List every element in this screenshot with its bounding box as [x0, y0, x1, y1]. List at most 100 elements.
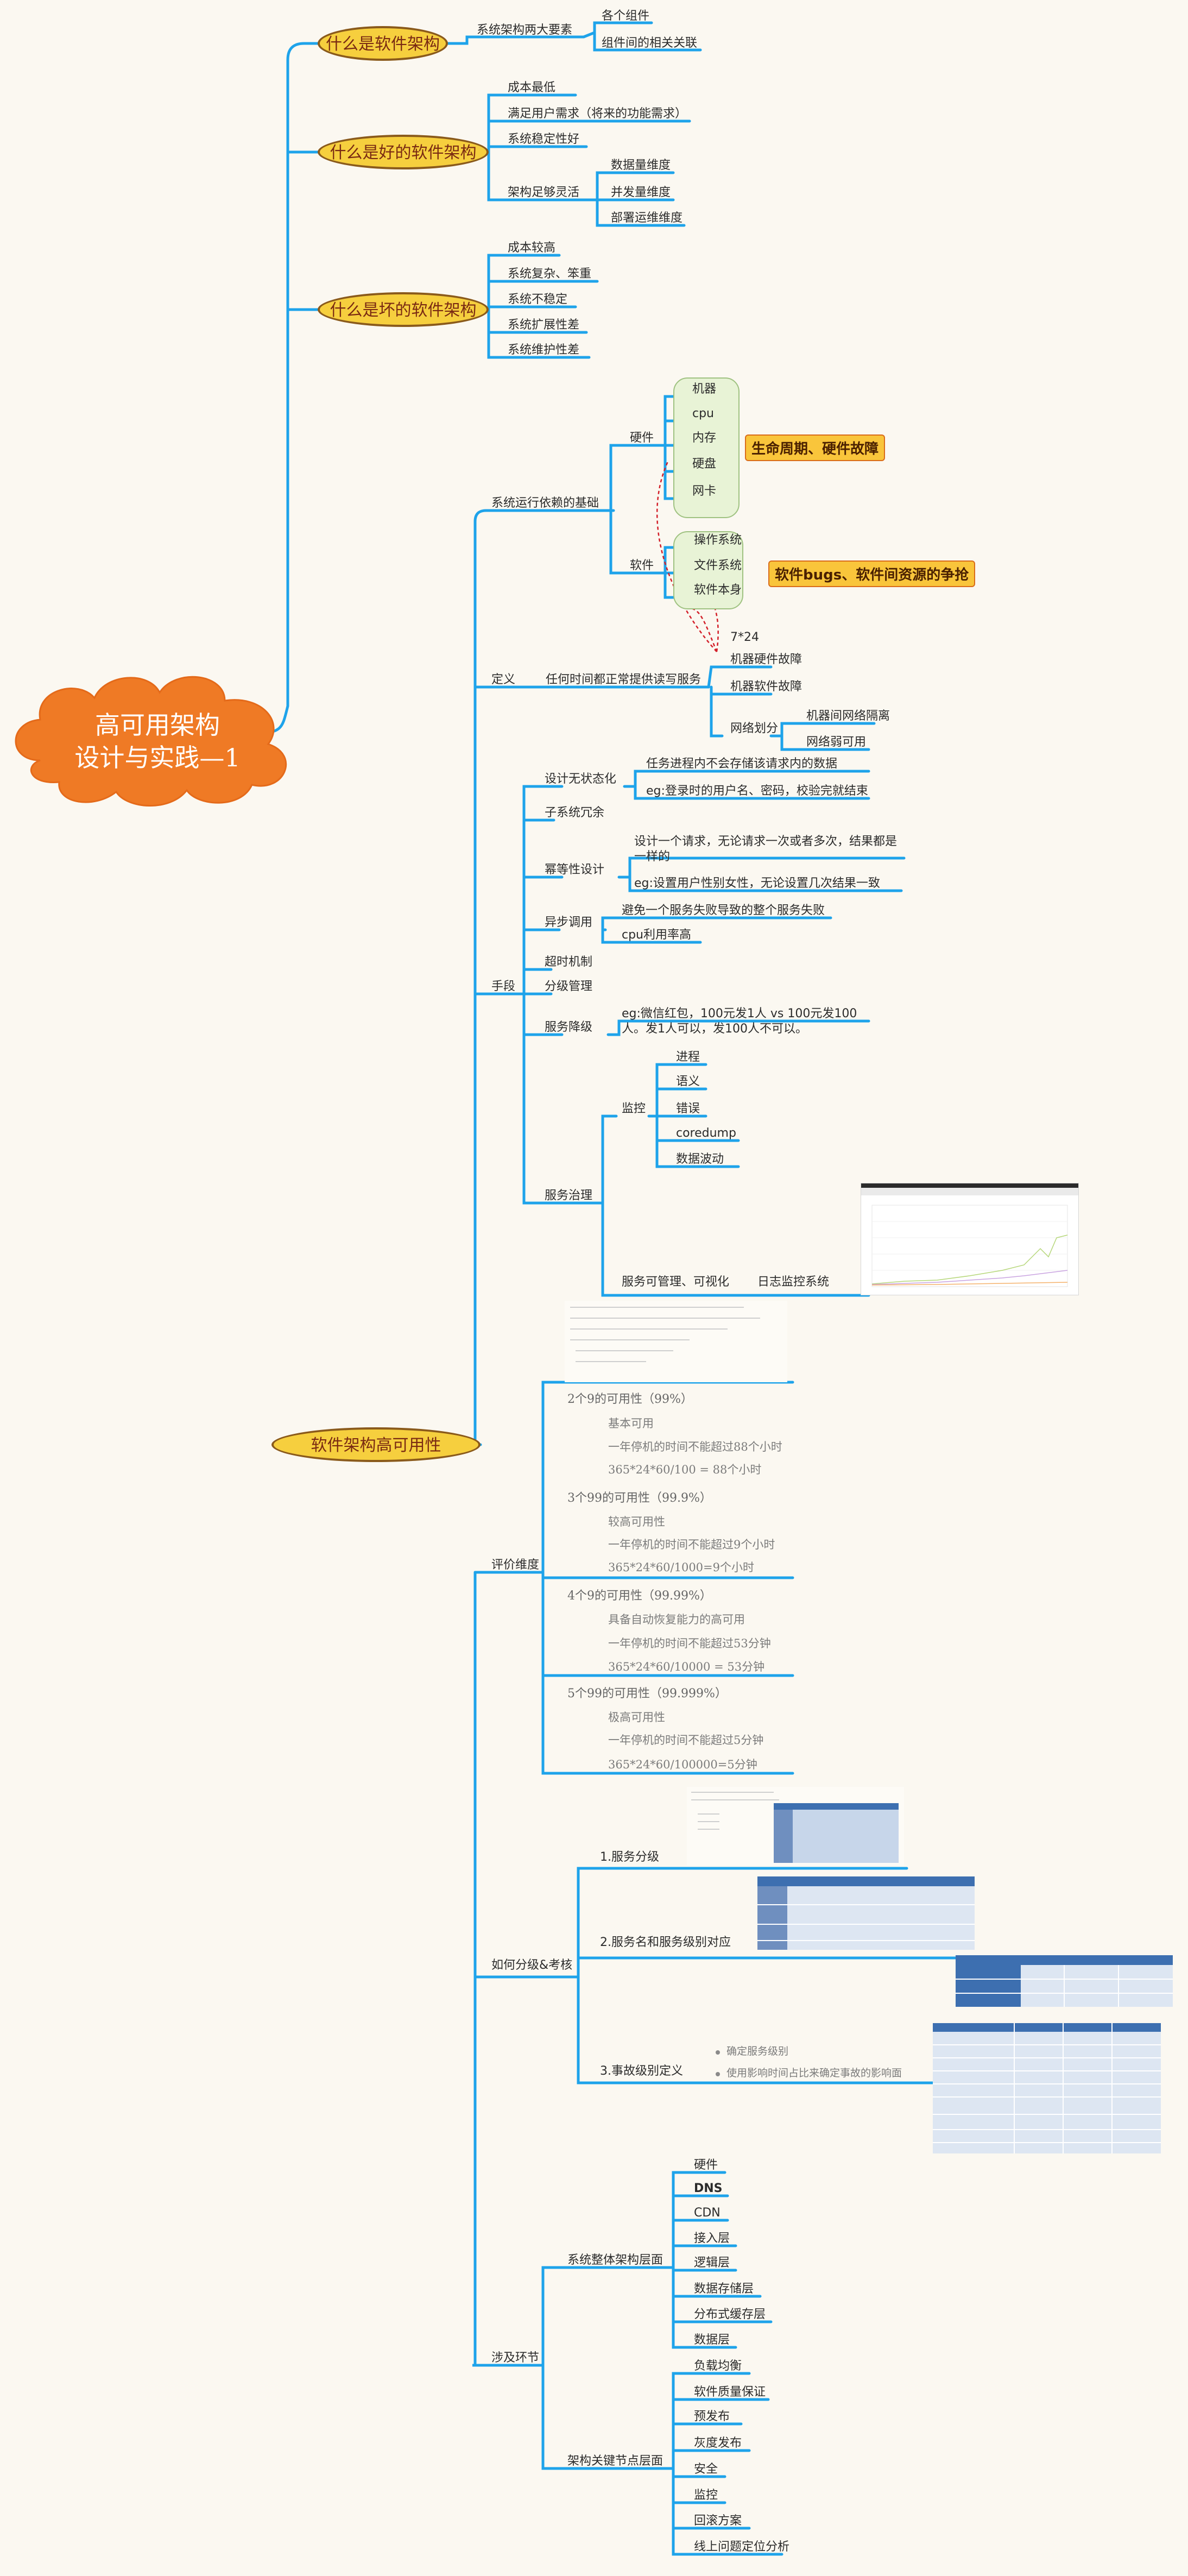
key-item-6[interactable]: 回滚方案 [694, 2514, 742, 2528]
hw-item-0[interactable]: 机器 [692, 382, 717, 396]
s4-grade[interactable]: 如何分级&考核 [491, 1958, 573, 1972]
s4-means[interactable]: 手段 [491, 980, 516, 993]
topic-bad-arch[interactable]: 什么是坏的软件架构 [318, 292, 489, 327]
timeout[interactable]: 超时机制 [545, 955, 593, 969]
degrade-text[interactable]: eg:微信红包，100元发1人 vs 100元发100人。发1人可以，发100人… [622, 1007, 857, 1036]
gov[interactable]: 服务治理 [545, 1189, 593, 1202]
arch-item-4[interactable]: 逻辑层 [694, 2256, 730, 2270]
s2-item-1[interactable]: 满足用户需求（将来的功能需求） [508, 107, 687, 121]
hw-item-1[interactable]: cpu [692, 407, 715, 420]
sw-item-2[interactable]: 软件本身 [694, 583, 742, 597]
s3-item-3[interactable]: 系统扩展性差 [508, 318, 580, 332]
key-item-1[interactable]: 软件质量保证 [694, 2385, 766, 2399]
idem-1[interactable]: eg:设置用户性别女性，无论设置几次结果一致 [634, 877, 880, 890]
s4-hw[interactable]: 硬件 [630, 431, 654, 445]
arch-item-6[interactable]: 分布式缓存层 [694, 2308, 766, 2321]
arch-item-5[interactable]: 数据存储层 [694, 2282, 754, 2296]
s1-sub[interactable]: 系统架构两大要素 [477, 23, 573, 37]
s4-sw[interactable]: 软件 [630, 559, 654, 572]
async[interactable]: 异步调用 [545, 916, 593, 929]
s2-item-0[interactable]: 成本最低 [508, 81, 556, 95]
monitor-1[interactable]: 语义 [676, 1075, 700, 1088]
key-item-3[interactable]: 灰度发布 [694, 2436, 742, 2450]
s2-flex-1[interactable]: 并发量维度 [611, 186, 671, 199]
key[interactable]: 架构关键节点层面 [567, 2454, 663, 2468]
topic-good-arch[interactable]: 什么是好的软件架构 [318, 135, 489, 169]
log-monitor-chart-image [861, 1183, 1078, 1287]
nine-3-head[interactable]: 5个99的可用性（99.999%） [567, 1687, 727, 1700]
def-text[interactable]: 任何时间都正常提供读写服务 [546, 673, 702, 686]
grade-item-1[interactable]: 2.服务名和服务级别对应 [600, 1936, 731, 1949]
idem[interactable]: 幂等性设计 [545, 863, 605, 877]
arch-item-2[interactable]: CDN [694, 2206, 721, 2220]
async-1[interactable]: cpu利用率高 [622, 928, 692, 942]
sw-item-1[interactable]: 文件系统 [694, 559, 742, 572]
hw-item-4[interactable]: 网卡 [692, 484, 717, 498]
s2-item-2[interactable]: 系统稳定性好 [508, 133, 580, 146]
key-item-2[interactable]: 预发布 [694, 2410, 730, 2423]
grade-item-0[interactable]: 1.服务分级 [600, 1850, 659, 1864]
arch[interactable]: 系统整体架构层面 [567, 2253, 663, 2267]
topic-what-is-arch[interactable]: 什么是软件架构 [318, 26, 448, 61]
nine-2-head[interactable]: 4个9的可用性（99.99%） [567, 1589, 712, 1603]
nine-1-head[interactable]: 3个99的可用性（99.9%） [567, 1491, 712, 1505]
monitor-2[interactable]: 错误 [676, 1102, 700, 1116]
degrade[interactable]: 服务降级 [545, 1021, 593, 1034]
grading[interactable]: 分级管理 [545, 980, 593, 993]
key-item-0[interactable]: 负载均衡 [694, 2359, 742, 2373]
log-monitor-screenshot [861, 1183, 1079, 1295]
service-grade-table-thumbnail [687, 1787, 904, 1866]
root-topic[interactable]: 高可用架构 设计与实践—1 [43, 709, 271, 774]
net-1[interactable]: 网络弱可用 [806, 735, 867, 749]
hw-item-2[interactable]: 内存 [692, 431, 717, 445]
key-item-5[interactable]: 监控 [694, 2489, 718, 2502]
s2-flex-2[interactable]: 部署运维维度 [611, 211, 683, 225]
incident-line-0: 确定服务级别 [726, 2045, 789, 2057]
s3-item-2[interactable]: 系统不稳定 [508, 293, 568, 306]
s3-item-1[interactable]: 系统复杂、笨重 [508, 267, 592, 281]
hw-callout[interactable]: 生命周期、硬件故障 [745, 434, 886, 461]
s1-item-1[interactable]: 组件间的相关关联 [602, 36, 698, 50]
grade-item-2[interactable]: 3.事故级别定义 [600, 2064, 683, 2078]
s4-steps[interactable]: 涉及环节 [491, 2351, 540, 2365]
monitor[interactable]: 监控 [622, 1102, 646, 1116]
s4-basis[interactable]: 系统运行依赖的基础 [491, 496, 599, 510]
stateless-0[interactable]: 任务进程内不会存储该请求内的数据 [646, 757, 838, 771]
key-item-4[interactable]: 安全 [694, 2462, 718, 2476]
s3-item-0[interactable]: 成本较高 [508, 241, 556, 255]
fault-1[interactable]: 机器软件故障 [730, 680, 802, 694]
s4-def[interactable]: 定义 [491, 673, 516, 686]
gov-text[interactable]: 服务可管理、可视化 [622, 1275, 730, 1289]
fault-2[interactable]: 网络划分 [730, 722, 779, 735]
monitor-3[interactable]: coredump [676, 1126, 736, 1140]
monitor-4[interactable]: 数据波动 [676, 1152, 724, 1166]
s4-eval[interactable]: 评价维度 [491, 1558, 540, 1572]
s2-item-3[interactable]: 架构足够灵活 [508, 186, 580, 199]
arch-item-0[interactable]: 硬件 [694, 2158, 718, 2172]
s3-item-4[interactable]: 系统维护性差 [508, 343, 580, 357]
sw-callout[interactable]: 软件bugs、软件间资源的争抢 [768, 560, 976, 587]
s2-flex-0[interactable]: 数据量维度 [611, 159, 671, 172]
hw-item-3[interactable]: 硬盘 [692, 457, 717, 471]
nine-0-head[interactable]: 2个9的可用性（99%） [567, 1393, 693, 1406]
redundancy[interactable]: 子系统冗余 [545, 806, 605, 820]
arch-item-7[interactable]: 数据层 [694, 2333, 730, 2347]
nine-1-l0: 较高可用性 [608, 1515, 665, 1528]
arch-item-3[interactable]: 接入层 [694, 2232, 730, 2245]
async-0[interactable]: 避免一个服务失败导致的整个服务失败 [622, 904, 825, 917]
arch-item-1[interactable]: DNS [694, 2182, 723, 2195]
log-text[interactable]: 日志监控系统 [757, 1275, 830, 1289]
eval-notes-lines [570, 1307, 760, 1362]
fault-0[interactable]: 机器硬件故障 [730, 653, 802, 666]
stateless-1[interactable]: eg:登录时的用户名、密码，校验完就结束 [646, 784, 868, 798]
topic-high-availability[interactable]: 软件架构高可用性 [271, 1427, 481, 1462]
net-0[interactable]: 机器间网络隔离 [806, 709, 890, 723]
stateless[interactable]: 设计无状态化 [545, 772, 617, 786]
key-item-7[interactable]: 线上问题定位分析 [694, 2540, 790, 2554]
root-title-line2: 设计与实践—1 [74, 743, 241, 772]
monitor-0[interactable]: 进程 [676, 1050, 700, 1064]
s1-item-0[interactable]: 各个组件 [602, 9, 650, 23]
idem-0[interactable]: 设计一个请求，无论请求一次或者多次，结果都是一样的 [634, 835, 898, 864]
service-level-table-image [757, 1876, 975, 1950]
sw-item-0[interactable]: 操作系统 [694, 533, 742, 547]
